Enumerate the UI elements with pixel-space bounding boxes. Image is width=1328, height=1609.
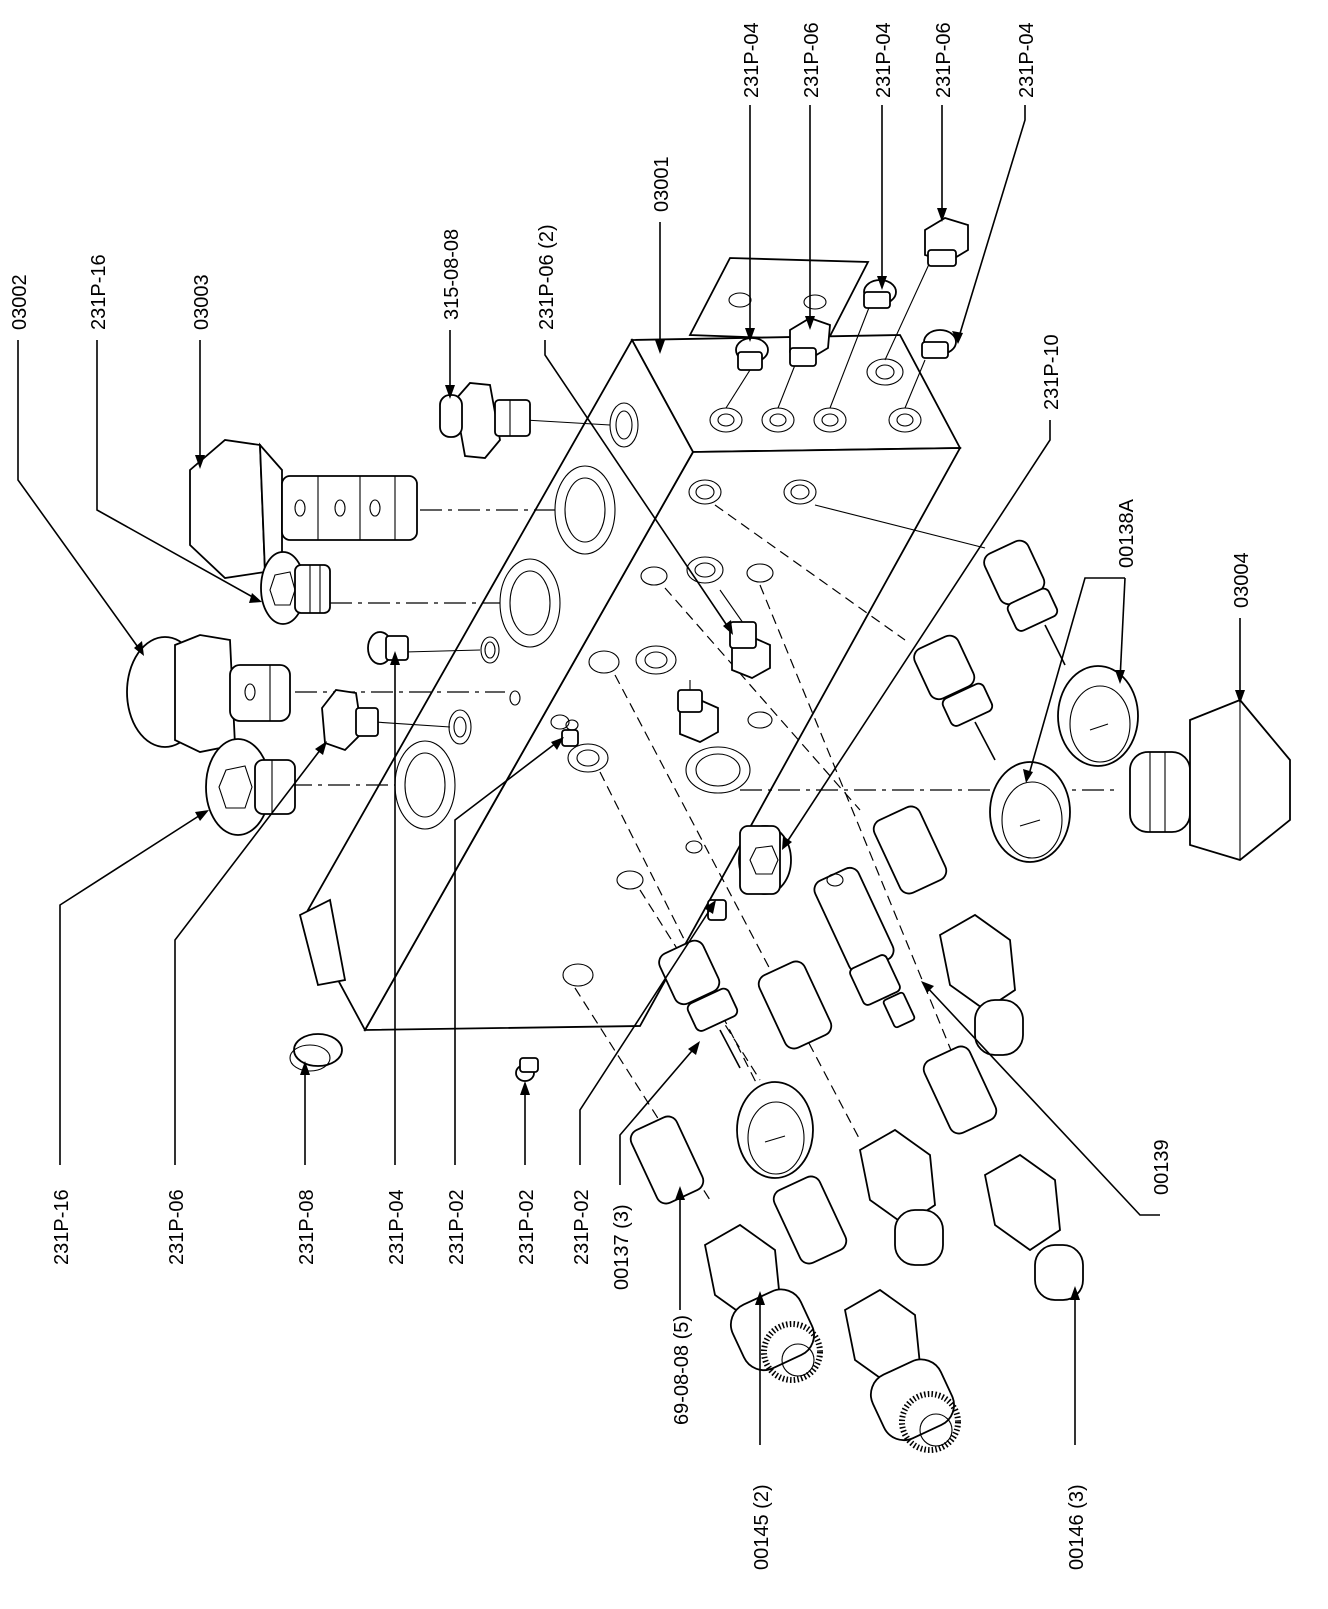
straight-fitting-d: [629, 1115, 705, 1205]
quick-coupler-00145-b: [843, 1288, 961, 1453]
leader-lines: [17, 105, 1241, 1445]
plug-231P-04-top-a: [735, 337, 769, 371]
callout-231P-02-c: 231P-02: [571, 1189, 593, 1265]
callout-top-1: 231P-04: [741, 22, 763, 98]
callout-231P-04-lower: 231P-04: [386, 1189, 408, 1265]
straight-fitting-e: [772, 1175, 848, 1265]
callout-00137-3: 00137 (3): [611, 1204, 633, 1290]
callout-69-08-08-5: 69-08-08 (5): [671, 1315, 693, 1425]
front-face-ports: [550, 479, 817, 987]
plug-231P-08: [289, 1033, 343, 1072]
switch-middle: [913, 634, 996, 761]
hex-plug-231P-06-left: [321, 689, 379, 752]
callout-00146-3: 00146 (3): [1066, 1484, 1088, 1570]
plug-231P-10: [738, 825, 792, 895]
callout-231P-02-b: 231P-02: [516, 1189, 538, 1265]
fitting-315-08-08: [439, 382, 531, 459]
manifold-block: [298, 257, 962, 1032]
callout-labels: 231P-04 231P-06 231P-04 231P-06 231P-04 …: [9, 22, 1253, 1570]
valve-03002: [126, 634, 291, 753]
switch-upper: [983, 539, 1066, 666]
callout-00138A: 00138A: [1116, 498, 1138, 568]
check-valve-00139: [813, 866, 916, 1029]
leader-arrowheads: [134, 208, 1245, 1305]
callout-00139: 00139: [1151, 1139, 1173, 1195]
gauge-00138A-lower: [989, 761, 1071, 863]
gauge-00137: [736, 1081, 814, 1179]
gauge-00138A-upper: [1057, 665, 1139, 767]
o-ring-plug-231P-16-lower: [205, 738, 296, 836]
o-ring-plug-231P-16-upper: [260, 551, 331, 625]
callout-top-5: 231P-04: [1016, 22, 1038, 98]
cartridge-valve-03003: [189, 439, 418, 579]
callout-03003: 03003: [191, 274, 213, 330]
callout-231P-16-upper: 231P-16: [88, 254, 110, 330]
straight-fitting-b: [757, 960, 944, 1266]
callout-315-08-08: 315-08-08: [441, 229, 463, 320]
plug-231P-04-left: [367, 631, 409, 665]
callout-231P-02-a: 231P-02: [446, 1189, 468, 1265]
callout-03004: 03004: [1231, 552, 1253, 608]
switch-00137: [658, 939, 741, 1069]
callout-top-4: 231P-06: [933, 22, 955, 98]
plug-231P-04-top-b: [863, 279, 897, 309]
callout-00145-2: 00145 (2): [751, 1484, 773, 1570]
callout-231P-06-2: 231P-06 (2): [536, 224, 558, 330]
straight-fitting-a: [872, 805, 1024, 1056]
hex-plug-231P-06-front-b: [677, 689, 719, 743]
cartridge-valve-03004: [1129, 698, 1291, 861]
callout-03001: 03001: [651, 156, 673, 212]
straight-fitting-c: [922, 1045, 1084, 1301]
callout-top-2: 231P-06: [801, 22, 823, 98]
callout-231P-10: 231P-10: [1041, 334, 1063, 410]
hex-plug-231P-06-front-a: [729, 621, 771, 679]
plug-231P-04-top-c: [921, 329, 957, 359]
callout-03002: 03002: [9, 274, 31, 330]
hex-plug-231P-06-top-a: [789, 317, 831, 367]
callout-231P-08: 231P-08: [296, 1189, 318, 1265]
callout-231P-06-lower: 231P-06: [166, 1189, 188, 1265]
plug-231P-02-bottom: [515, 1057, 539, 1082]
hex-plug-231P-06-top-b: [924, 217, 969, 267]
callout-231P-16-lower: 231P-16: [51, 1189, 73, 1265]
callout-top-3: 231P-04: [873, 22, 895, 98]
